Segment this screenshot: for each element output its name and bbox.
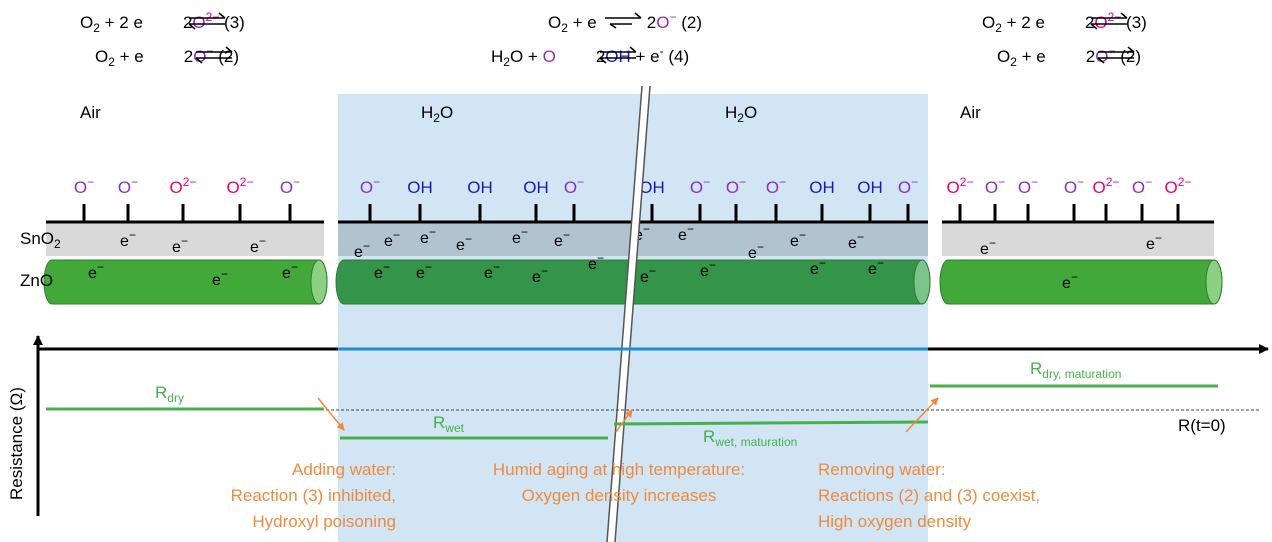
axes — [33, 335, 1269, 516]
r-dry-label: Rdry — [155, 383, 184, 405]
hydroxyl-species: OH — [467, 178, 493, 197]
annotation-removing-water-2: Reactions (2) and (3) coexist, — [818, 486, 1040, 505]
electron: e− — [354, 239, 370, 261]
annotation-adding-water-2: Reaction (3) inhibited, — [231, 486, 396, 505]
electron: e− — [980, 236, 996, 258]
o2minus-species: O2− — [170, 175, 197, 197]
ominus-species: O− — [1064, 175, 1084, 197]
transition-arrows — [317, 397, 939, 433]
air-label-right: Air — [960, 103, 981, 122]
electron: e− — [1146, 231, 1162, 253]
air-label-left: Air — [80, 103, 101, 122]
water-label-right: H2O — [725, 103, 757, 125]
reference-label: R(t=0) — [1178, 416, 1226, 435]
hydroxyl-species: OH — [639, 178, 665, 197]
electron: e− — [88, 260, 104, 282]
ominus-species: O− — [766, 175, 786, 197]
electron: e− — [172, 234, 188, 256]
ominus-species: O− — [985, 175, 1005, 197]
electron: e− — [810, 256, 826, 278]
zno-nanowire-right — [939, 259, 1223, 305]
removing-water-arrow — [905, 397, 939, 433]
electron: e− — [282, 260, 298, 282]
electron: e− — [420, 225, 436, 247]
electrons: e−e−e−e−e−e−e−e−e−e−e−e−e−e−e−e−e−e−e−e−… — [88, 222, 1162, 292]
ominus-species: O− — [898, 175, 918, 197]
o2minus-species: O2− — [947, 175, 974, 197]
equilibrium-arrows-icon — [1090, 12, 1135, 64]
annotation-humid-aging-2: Oxygen density increases — [522, 486, 717, 505]
hydroxyl-species: OH — [857, 178, 883, 197]
electron: e− — [384, 228, 400, 250]
zno-label: ZnO — [20, 271, 53, 290]
ominus-species: O− — [360, 175, 380, 197]
hydroxyl-species: OH — [809, 178, 835, 197]
annotation-adding-water-1: Adding water: — [292, 460, 396, 479]
electron: e− — [250, 234, 266, 256]
electron: e− — [456, 232, 472, 254]
electron: e− — [848, 230, 864, 252]
time-break — [606, 85, 651, 542]
electron: e− — [212, 267, 228, 289]
surface-adsorbates: O− O− O2− O2− O− O− OH OH OH O− OH O− O− O− OH OH O− O2− O… — [74, 175, 1192, 222]
ominus-species: O− — [74, 175, 94, 197]
equilibrium-arrows-icon — [599, 12, 642, 64]
ominus-species: O− — [1132, 175, 1152, 197]
annotation-removing-water-3: High oxygen density — [818, 512, 972, 531]
electron: e− — [678, 222, 694, 244]
sno2-label: SnO2 — [20, 229, 61, 251]
electron: e− — [532, 264, 548, 286]
electron: e− — [700, 258, 716, 280]
adding-water-arrow — [317, 397, 345, 431]
annotation-removing-water-1: Removing water: — [818, 460, 946, 479]
electron: e− — [868, 256, 884, 278]
ominus-species: O− — [118, 175, 138, 197]
hydroxyl-species: OH — [523, 178, 549, 197]
electron: e− — [416, 260, 432, 282]
water-region — [338, 94, 928, 542]
zno-nanowire-left — [43, 259, 328, 305]
electron: e− — [588, 251, 604, 273]
r-wet-label: Rwet — [433, 413, 465, 435]
r-wet-maturation-trace — [613, 420, 929, 426]
electron: e− — [374, 260, 390, 282]
annotation-adding-water-3: Hydroxyl poisoning — [252, 512, 396, 531]
electron: e− — [790, 228, 806, 250]
o2minus-species: O2− — [1093, 175, 1120, 197]
ominus-species: O− — [1018, 175, 1038, 197]
humid-aging-arrow — [615, 409, 633, 433]
annotation-humid-aging-1: Humid aging at high temperature: — [493, 460, 745, 479]
electron: e− — [554, 228, 570, 250]
electron: e− — [484, 260, 500, 282]
electron: e− — [640, 264, 656, 286]
water-label-left: H2O — [421, 103, 453, 125]
r-wet-maturation-label: Rwet, maturation — [703, 427, 797, 449]
electron: e− — [120, 228, 136, 250]
sno2-layer-left — [46, 222, 324, 256]
ominus-species: O− — [690, 175, 710, 197]
sno2-layer-right — [942, 222, 1214, 256]
ominus-species: O− — [564, 175, 584, 197]
electron: e− — [1062, 270, 1078, 292]
hydroxyl-species: OH — [407, 178, 433, 197]
equilibrium-arrows-icon — [188, 12, 233, 64]
o2minus-species: O2− — [227, 175, 254, 197]
ominus-species: O− — [280, 175, 300, 197]
electron: e− — [748, 240, 764, 262]
r-dry-maturation-label: Rdry, maturation — [1030, 359, 1121, 381]
y-axis-label: Resistance (Ω) — [7, 387, 26, 500]
ominus-species: O− — [726, 175, 746, 197]
o2minus-species: O2− — [1165, 175, 1192, 197]
electron: e− — [512, 225, 528, 247]
